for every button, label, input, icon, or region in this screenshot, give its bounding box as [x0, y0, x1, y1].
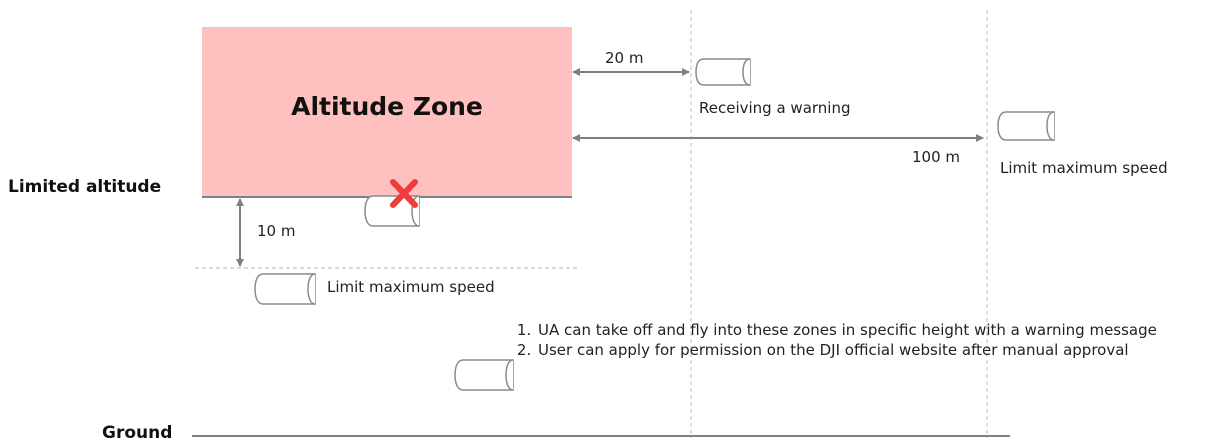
limit-speed-right-label: Limit maximum speed	[1000, 159, 1168, 177]
notes-list: UA can take off and fly into these zones…	[512, 320, 1157, 360]
drone-cylinder-icon-warning	[695, 58, 751, 86]
altitude-zone	[202, 27, 572, 197]
limited-altitude-label: Limited altitude	[8, 177, 162, 197]
note-item: UA can take off and fly into these zones…	[536, 320, 1157, 340]
ground-label: Ground	[102, 423, 173, 443]
note-item: User can apply for permission on the DJI…	[536, 340, 1157, 360]
drone-cylinder-icon-limit-right	[997, 111, 1055, 141]
drone-cylinder-icon-ground	[454, 359, 514, 391]
warning-label: Receiving a warning	[699, 99, 851, 117]
distance-100m-label: 100 m	[912, 148, 961, 166]
distance-20m-label: 20 m	[605, 49, 644, 67]
limit-speed-below-label: Limit maximum speed	[327, 278, 495, 296]
distance-10m-label: 10 m	[257, 222, 296, 240]
cross-icon	[390, 179, 418, 208]
zone-title: Altitude Zone	[291, 92, 483, 121]
drone-cylinder-icon-limit-below	[254, 273, 316, 305]
